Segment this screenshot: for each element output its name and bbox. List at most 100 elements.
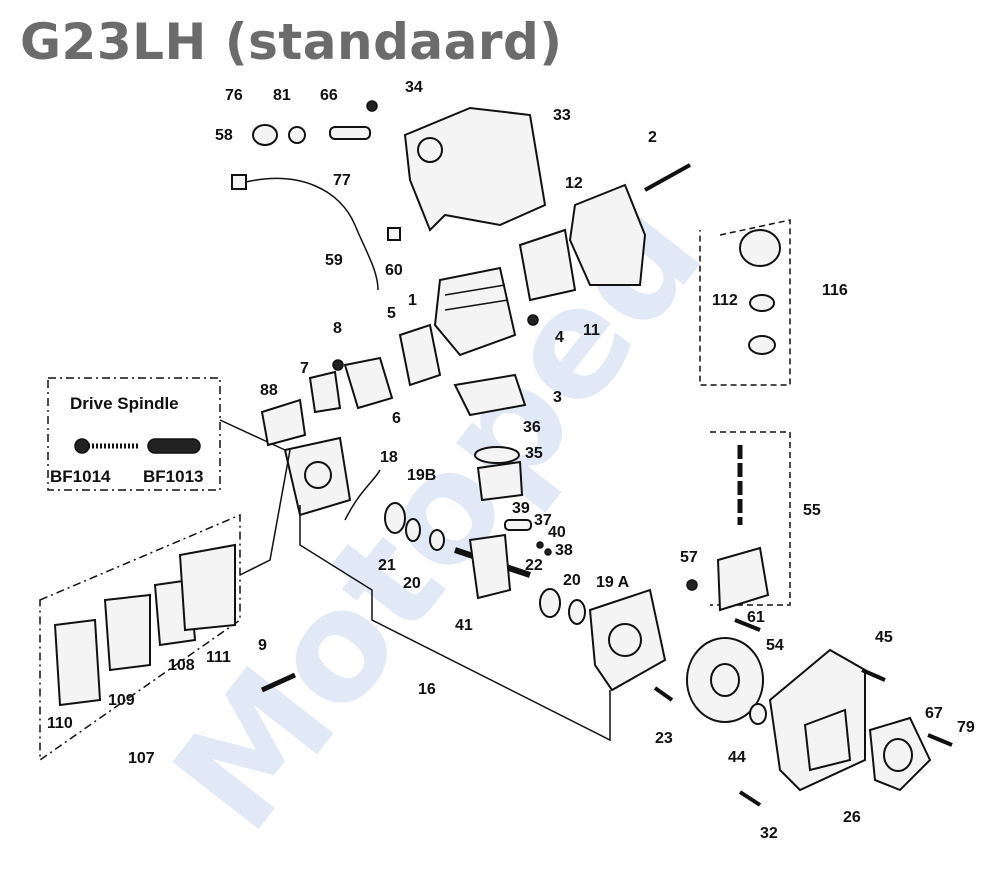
throttle-spring-icon xyxy=(329,126,371,140)
drive-spindle-heading: Drive Spindle xyxy=(70,394,179,413)
cap-seal-icon xyxy=(749,294,775,312)
part-number-label: 61 xyxy=(747,609,765,626)
part-number-label: 59 xyxy=(325,252,343,269)
part-number-label: 60 xyxy=(385,262,403,279)
starter-icon xyxy=(868,716,932,792)
part-number-label: 16 xyxy=(418,681,436,698)
air-filter-element-icon xyxy=(103,593,151,672)
part-number-label: 57 xyxy=(680,549,698,566)
air-filter-cover-icon xyxy=(53,618,102,707)
part-number-label: 36 xyxy=(523,419,541,436)
fuel-cap-icon xyxy=(739,229,781,267)
screw-79-icon xyxy=(927,733,953,747)
ring-20-icon xyxy=(429,529,445,551)
screw-8-icon xyxy=(332,359,344,371)
wire-18-icon xyxy=(344,469,381,521)
part-number-label: 2 xyxy=(648,129,657,146)
screw-45-icon xyxy=(861,668,886,682)
part-number-label: 9 xyxy=(258,637,267,654)
part-number-label: 39 xyxy=(512,500,530,517)
part-number-label: 1 xyxy=(408,292,417,309)
screw-34-icon xyxy=(366,100,378,112)
part-number-label: 18 xyxy=(380,449,398,466)
bolt-9-icon xyxy=(260,672,297,693)
cap-ring-icon xyxy=(748,335,776,355)
part-number-label: 37 xyxy=(534,512,552,529)
screw-2-icon xyxy=(644,163,691,192)
grommet-icon xyxy=(288,126,306,144)
part-number-label: 32 xyxy=(760,825,778,842)
screw-32-icon xyxy=(738,790,762,807)
part-number-label: 5 xyxy=(387,305,396,322)
part-number-label: 33 xyxy=(553,107,571,124)
part-number-label: 8 xyxy=(333,320,342,337)
crankshaft-icon xyxy=(454,533,531,600)
part-number-label: 79 xyxy=(957,719,975,736)
choke-knob-icon xyxy=(252,124,278,146)
part-number-label: 4 xyxy=(555,329,564,346)
part-number-label: 38 xyxy=(555,542,573,559)
part-number-label: 22 xyxy=(525,557,543,574)
screw-23-icon xyxy=(653,686,674,702)
screw-4-icon xyxy=(527,314,539,326)
bearing-20-icon xyxy=(539,588,561,618)
screw-61-icon xyxy=(734,618,761,632)
bearing-19b-icon xyxy=(384,502,406,534)
cylinder-icon xyxy=(433,266,517,357)
spindle-leader xyxy=(219,419,286,451)
part-number-label: 21 xyxy=(378,557,396,574)
filter-leader xyxy=(239,449,291,576)
part-number-label: 58 xyxy=(215,127,233,144)
part-number-label: 88 xyxy=(260,382,278,399)
piston-icon xyxy=(476,460,524,502)
insulator-icon xyxy=(308,370,342,414)
part-number-label: 19B xyxy=(407,467,436,484)
drive-spindle-box xyxy=(47,377,221,491)
part-number-label: 112 xyxy=(712,292,738,309)
spindle-code-2: BF1013 xyxy=(143,467,203,486)
part-number-label: 109 xyxy=(108,692,135,709)
part-number-label: 26 xyxy=(843,809,861,826)
carburetor-icon xyxy=(343,356,394,410)
nut-57-icon xyxy=(686,579,698,591)
part-number-label: 111 xyxy=(206,649,231,666)
part-number-label: 20 xyxy=(403,575,421,592)
seal-21-icon xyxy=(405,518,421,542)
clutch-group-bracket xyxy=(710,431,791,606)
spindle-sleeve-icon xyxy=(147,438,201,454)
throttle-cable-icon xyxy=(231,174,379,291)
diagram-title: G23LH (standaard) xyxy=(20,13,563,71)
part-number-label: 44 xyxy=(728,749,746,766)
part-number-label: 3 xyxy=(553,389,562,406)
air-filter-box xyxy=(39,513,241,762)
part-number-label: 41 xyxy=(455,617,473,634)
part-number-label: 7 xyxy=(300,360,309,377)
part-number-label: 6 xyxy=(392,410,401,427)
part-number-label: 23 xyxy=(655,730,673,747)
pin-39-icon xyxy=(504,519,532,531)
crankcase-left-icon xyxy=(283,436,352,517)
part-number-label: 55 xyxy=(803,502,821,519)
part-number-label: 81 xyxy=(273,87,291,104)
part-number-label: 110 xyxy=(47,715,73,732)
engine-cover-icon xyxy=(403,106,547,232)
part-number-label: 77 xyxy=(333,172,351,189)
piston-rings-icon xyxy=(474,446,520,464)
flywheel-icon xyxy=(686,637,764,723)
spindle-bolt-icon xyxy=(74,438,140,454)
part-number-label: 76 xyxy=(225,87,243,104)
spindle-code-1: BF1014 xyxy=(50,467,111,486)
crankcase-right-icon xyxy=(588,588,667,692)
part-number-label: 12 xyxy=(565,175,583,192)
gasket-5-icon xyxy=(398,323,442,387)
air-filter-base-icon xyxy=(178,543,236,632)
crankcase-leader xyxy=(299,505,611,742)
muffler-icon xyxy=(568,183,647,286)
clip-icons xyxy=(536,541,552,556)
part-number-label: 40 xyxy=(548,524,566,541)
fan-cover-icon xyxy=(768,648,866,792)
nut-60-icon xyxy=(387,227,401,241)
